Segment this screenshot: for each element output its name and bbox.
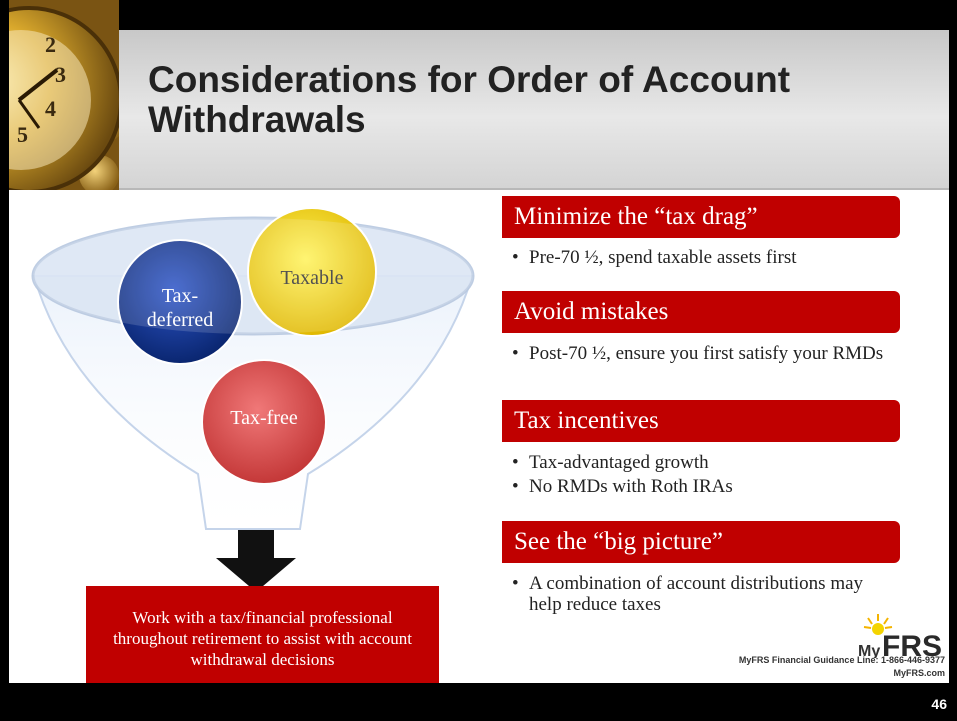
section-header-tax-incentives: Tax incentives: [502, 400, 900, 442]
bullet-spend-taxable-first: Pre-70 ½, spend taxable assets first: [512, 247, 900, 268]
bullet-satisfy-rmds: Post-70 ½, ensure you first satisfy your…: [512, 343, 900, 364]
top-frame-bar: [0, 0, 957, 30]
advice-box: Work with a tax/financial professional t…: [86, 586, 439, 690]
svg-text:3: 3: [55, 62, 66, 87]
bottom-frame-bar: [0, 683, 957, 721]
circle-taxable: Taxable: [247, 207, 377, 337]
svg-text:5: 5: [17, 122, 28, 147]
page-number: 46: [931, 696, 947, 712]
bullet-tax-advantaged-growth: Tax-advantaged growth: [512, 452, 900, 473]
right-frame-bar: [949, 0, 957, 721]
svg-text:Tax-free: Tax-free: [230, 407, 298, 429]
section-header-minimize-tax-drag: Minimize the “tax drag”: [502, 196, 900, 238]
guidance-phone: MyFRS Financial Guidance Line: 1-866-446…: [738, 655, 945, 665]
svg-text:Taxable: Taxable: [280, 267, 343, 289]
section-header-avoid-mistakes: Avoid mistakes: [502, 291, 900, 333]
svg-text:4: 4: [45, 96, 56, 121]
clock-coins-image: 2 3 4 5: [9, 0, 119, 190]
down-arrow-icon: [216, 530, 296, 592]
circle-tax-free: Tax-free: [201, 359, 327, 485]
circle-tax-deferred: Tax- deferred: [117, 239, 243, 365]
svg-text:FRS: FRS: [882, 630, 942, 658]
myfrs-logo: My FRS: [858, 614, 942, 658]
section-header-big-picture: See the “big picture”: [502, 521, 900, 563]
svg-text:Tax-: Tax-: [162, 285, 198, 307]
svg-text:My: My: [858, 643, 880, 658]
guidance-line-footer: MyFRS Financial Guidance Line: 1-866-446…: [739, 654, 945, 680]
slide-title: Considerations for Order of Account With…: [148, 59, 791, 140]
bullet-no-rmds-roth: No RMDs with Roth IRAs: [512, 476, 900, 497]
account-funnel-diagram: Tax- deferred Taxable Tax-free: [31, 207, 475, 530]
svg-text:deferred: deferred: [147, 309, 214, 331]
left-frame-bar: [0, 0, 9, 721]
title-band: [9, 30, 949, 190]
svg-text:2: 2: [45, 32, 56, 57]
bullet-reduce-taxes: A combination of account distributions m…: [512, 573, 900, 615]
website-link[interactable]: MyFRS.com: [893, 668, 945, 678]
